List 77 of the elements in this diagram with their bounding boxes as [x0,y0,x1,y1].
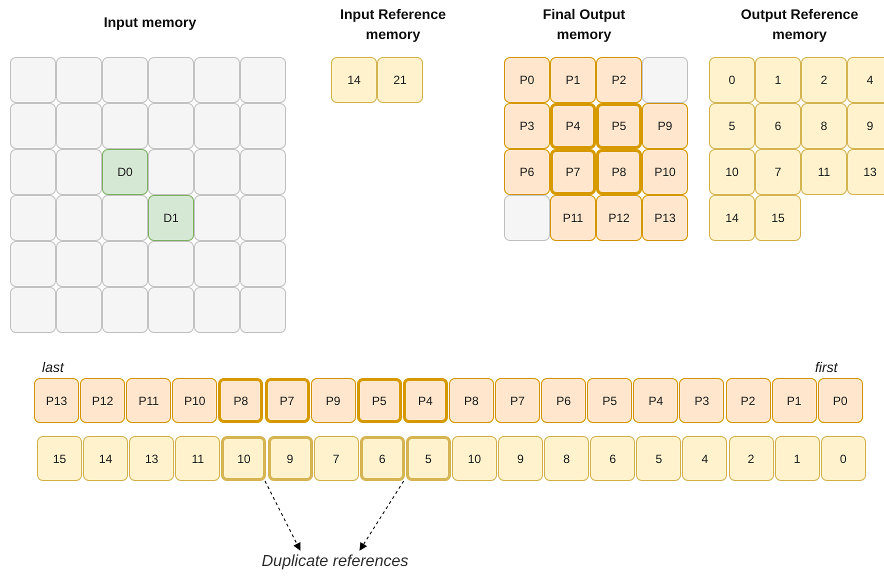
pixel-cell: P3 [679,378,724,423]
pixel-cell: P4 [402,378,448,423]
pixel-cell: P1 [550,57,596,103]
reference-cell: 10 [221,436,266,481]
position-label: first [815,359,839,375]
reference-cell: 11 [801,149,847,195]
pixel-cell: P8 [218,378,264,423]
reference-cell: 10 [452,436,497,481]
section-heading: Final Output memory [542,5,626,44]
reference-cell: 15 [37,436,82,481]
pixel-cell: P9 [642,103,688,149]
pixel-cell: P9 [310,378,356,423]
reference-cell: 9 [498,436,543,481]
pixel-cell: P5 [587,378,632,423]
pixel-cell: P11 [126,378,172,423]
reference-cell: 7 [755,149,801,195]
reference-cell: 13 [129,436,174,481]
pixel-cell: P8 [596,149,642,195]
pixel-cell: P5 [356,378,402,423]
pixel-cell: P1 [772,378,817,423]
reference-cell: 4 [682,436,728,481]
reference-cell: 14 [331,57,377,103]
pixel-cell: P10 [172,378,218,423]
reference-cell: 9 [268,436,312,481]
reference-cell: 9 [847,103,884,149]
pixel-cell: P6 [541,378,586,423]
section-heading: Input memory [102,13,198,32]
pixel-cell: P12 [596,195,642,241]
reference-cell: 14 [709,195,755,241]
data-cell: D0 [102,149,148,195]
pixel-cell: P4 [633,378,678,423]
pixel-cell: P13 [34,378,79,423]
pixel-cell: P2 [596,57,642,103]
pixel-cell: P7 [264,378,310,423]
reference-cell: 21 [377,57,423,103]
pixel-cell: P3 [504,103,550,149]
reference-cell: 13 [847,149,884,195]
reference-cell: 14 [83,436,128,481]
note-text: Duplicate references [240,550,430,574]
reference-cell: 8 [801,103,847,149]
pixel-cell: P6 [504,149,550,195]
reference-cell: 8 [544,436,590,481]
reference-cell: 1 [774,436,820,481]
pixel-cell: P12 [80,378,126,423]
pixel-cell: P7 [495,378,540,423]
reference-cell: 7 [314,436,359,481]
data-cell: D1 [148,195,194,241]
section-heading: Input Reference memory [339,5,447,44]
reference-cell: 0 [709,57,755,103]
pixel-cell: P8 [448,378,494,423]
pixel-cell: P4 [550,103,596,149]
reference-cell: 5 [709,103,755,149]
section-heading: Output Reference memory [740,5,860,44]
reference-cell: 6 [590,436,636,481]
reference-cell: 10 [709,149,755,195]
reference-cell: 15 [755,195,801,241]
pixel-cell: P7 [550,149,596,195]
reference-cell: 4 [847,57,884,103]
pixel-cell: P11 [550,195,596,241]
pixel-cell: P13 [642,195,688,241]
reference-cell: 1 [755,57,801,103]
reference-cell: 5 [406,436,451,481]
reference-cell: 6 [755,103,801,149]
reference-cell: 2 [728,436,774,481]
position-label: last [42,359,66,375]
reference-cell: 11 [175,436,220,481]
reference-cell: 2 [801,57,847,103]
reference-cell: 5 [636,436,682,481]
pixel-cell: P0 [818,378,863,423]
reference-cell: 0 [820,436,866,481]
reference-cell: 6 [360,436,405,481]
pixel-cell: P0 [504,57,550,103]
dashed-arrow [359,480,404,551]
pixel-cell: P10 [642,149,688,195]
dashed-arrow [264,480,300,551]
pixel-cell: P2 [726,378,770,423]
pixel-cell: P5 [596,103,642,149]
